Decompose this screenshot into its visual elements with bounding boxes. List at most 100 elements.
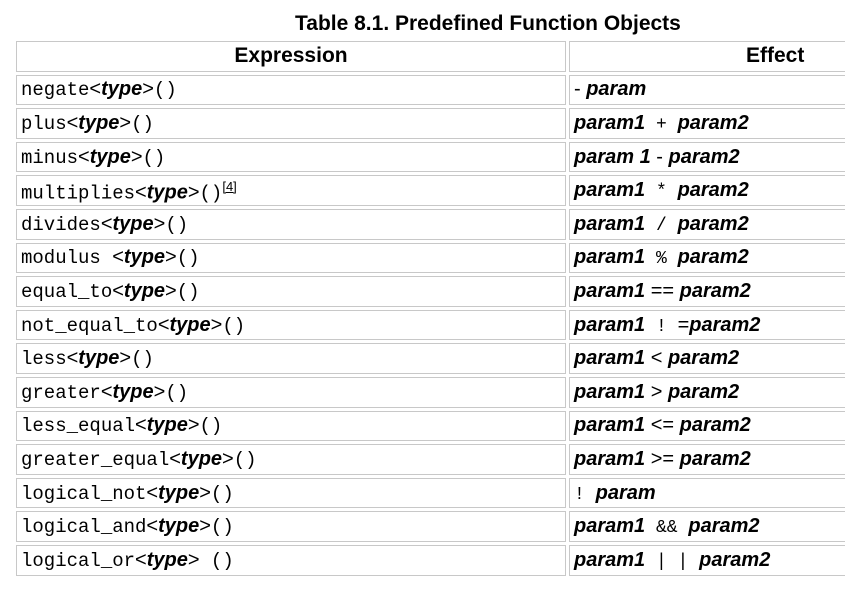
call-parens: () xyxy=(210,482,234,505)
angle-open: < xyxy=(157,313,170,336)
type-param: type xyxy=(158,515,200,538)
effect-operator: - xyxy=(574,78,587,101)
call-parens: () xyxy=(165,213,189,236)
table-row: equal_to<type>()param1 == param2 xyxy=(16,276,845,307)
table-row: less_equal<type>()param1 <= param2 xyxy=(16,410,845,442)
angle-open: < xyxy=(146,481,159,504)
expression-cell: greater_equal<type>() xyxy=(16,444,566,475)
call-parens: () xyxy=(176,247,200,270)
angle-close: > xyxy=(142,78,154,101)
effect-param: param1 xyxy=(574,347,646,370)
effect-param: param2 xyxy=(699,548,771,571)
function-name: plus xyxy=(21,112,67,135)
expression-cell: divides<type>() xyxy=(16,208,566,240)
effect-param: param1 xyxy=(574,279,646,302)
function-name: multiplies xyxy=(21,181,136,204)
angle-open: < xyxy=(100,380,113,403)
effect-cell: param1 && param2 xyxy=(569,511,845,542)
type-param: type xyxy=(146,414,188,437)
angle-open: < xyxy=(135,548,147,571)
angle-close: > xyxy=(165,279,177,302)
effect-cell: param 1 - param2 xyxy=(569,141,845,173)
angle-close: > xyxy=(119,111,132,134)
effect-operator: >= xyxy=(645,447,680,470)
call-parens: () xyxy=(199,181,223,204)
type-param: type xyxy=(78,347,120,370)
effect-operator: | | xyxy=(645,551,700,572)
type-param: type xyxy=(158,481,200,504)
angle-close: > xyxy=(187,180,200,203)
effect-operator: - xyxy=(650,145,669,168)
effect-param: param1 xyxy=(574,414,646,437)
effect-operator: > xyxy=(645,380,668,403)
type-param: type xyxy=(112,380,154,403)
type-param: type xyxy=(146,180,188,203)
effect-cell: param1 ! =param2 xyxy=(569,309,845,341)
header-effect: Effect xyxy=(569,41,845,72)
effect-cell: param1 < param2 xyxy=(569,343,845,374)
angle-open: < xyxy=(66,347,79,370)
angle-close: > xyxy=(165,246,177,269)
function-name: greater xyxy=(21,381,101,404)
type-param: type xyxy=(123,246,166,269)
expression-cell: multiplies<type>()[4] xyxy=(16,175,566,206)
function-name: logical_not xyxy=(21,482,147,505)
function-name: logical_or xyxy=(21,549,136,572)
header-row: Expression Effect xyxy=(16,41,845,72)
angle-close: > xyxy=(210,313,223,336)
effect-cell: param1 <= param2 xyxy=(569,410,845,442)
call-parens: () xyxy=(131,348,154,371)
effect-param: param2 xyxy=(668,145,740,168)
effect-param: param1 xyxy=(574,515,646,538)
effect-param: param1 xyxy=(574,179,646,202)
expression-cell: less<type>() xyxy=(16,343,566,374)
expression-cell: logical_not<type>() xyxy=(16,477,566,509)
call-parens: () xyxy=(210,516,234,539)
expression-cell: greater<type>() xyxy=(16,376,566,408)
angle-close: > xyxy=(130,145,143,168)
type-param: type xyxy=(123,279,166,302)
type-param: type xyxy=(180,447,223,470)
effect-operator: == xyxy=(645,279,680,302)
angle-open: < xyxy=(89,78,102,101)
effect-cell: param1 + param2 xyxy=(569,108,845,139)
effect-operator: < xyxy=(645,347,668,370)
call-parens: () xyxy=(222,314,246,337)
function-name: greater_equal xyxy=(21,448,170,471)
expression-cell: modulus <type>() xyxy=(16,242,566,274)
table-row: logical_and<type>()param1 && param2 xyxy=(16,511,845,542)
effect-operator: && xyxy=(645,518,689,539)
effect-param: param1 xyxy=(574,313,646,336)
function-name: modulus xyxy=(21,247,113,270)
effect-operator: = xyxy=(677,313,690,336)
effect-param: param2 xyxy=(679,447,751,470)
expression-cell: logical_and<type>() xyxy=(16,511,566,542)
angle-open: < xyxy=(135,414,147,437)
expression-cell: negate<type>() xyxy=(16,74,566,106)
angle-close: > xyxy=(119,347,132,370)
effect-param: param2 xyxy=(679,414,751,437)
type-param: type xyxy=(169,313,211,336)
angle-close: > xyxy=(199,481,211,504)
effect-param: param1 xyxy=(574,246,646,269)
function-name: divides xyxy=(21,213,101,236)
angle-open: < xyxy=(100,212,113,235)
effect-operator: <= xyxy=(645,414,680,437)
function-name: negate xyxy=(21,79,90,102)
angle-open: < xyxy=(112,246,124,269)
function-name: less xyxy=(21,348,67,371)
effect-param: param2 xyxy=(667,380,740,403)
effect-param: param2 xyxy=(688,515,760,538)
footnote-link[interactable]: [4] xyxy=(222,178,237,194)
effect-cell: ! param xyxy=(569,477,845,509)
function-name: not_equal_to xyxy=(21,314,158,337)
call-parens: () xyxy=(142,146,166,169)
effect-cell: param1 > param2 xyxy=(569,376,845,408)
effect-operator: % xyxy=(645,249,678,270)
table-caption: Table 8.1. Predefined Function Objects xyxy=(295,12,681,35)
angle-open: < xyxy=(135,180,147,203)
angle-open: < xyxy=(78,145,90,168)
expression-cell: logical_or<type> () xyxy=(16,544,566,576)
